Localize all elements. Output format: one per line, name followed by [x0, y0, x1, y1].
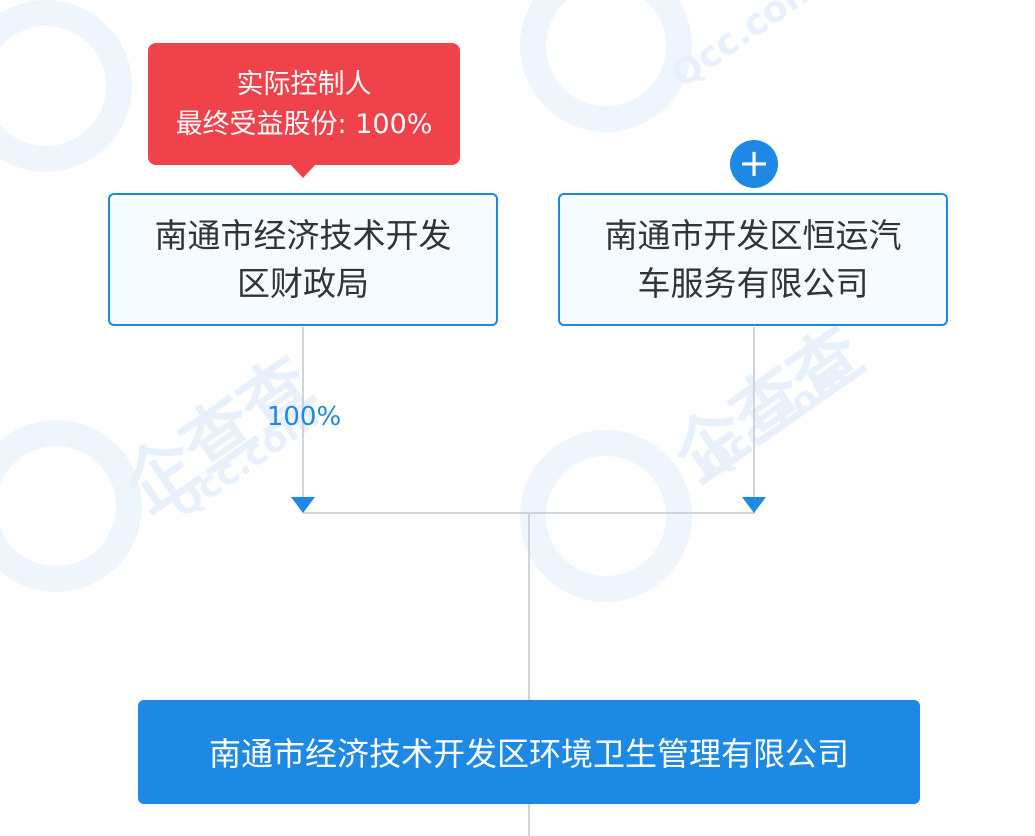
connector-line-right [753, 327, 755, 499]
target-company-name: 南通市经济技术开发区环境卫生管理有限公司 [208, 735, 849, 773]
shareholder-box-hengyun-auto[interactable]: 南通市开发区恒运汽 车服务有限公司 [558, 193, 948, 326]
connector-line-bottom [528, 804, 530, 836]
arrow-down-icon [291, 497, 315, 513]
badge-pointer [290, 164, 316, 178]
connector-line-left [302, 327, 304, 499]
share-percent-label: 100% [266, 402, 342, 432]
target-company-box[interactable]: 南通市经济技术开发区环境卫生管理有限公司 [138, 700, 920, 804]
shareholder-name: 南通市经济技术开发 区财政局 [154, 215, 452, 303]
badge-title: 实际控制人 [236, 69, 372, 100]
watermark-logo-ring [520, 430, 692, 602]
watermark-subtext: Qcc.com [663, 0, 827, 97]
shareholder-box-finance-bureau[interactable]: 南通市经济技术开发 区财政局 [108, 193, 498, 326]
expand-plus-icon[interactable]: + [730, 140, 778, 188]
actual-controller-badge: 实际控制人 最终受益股份: 100% [148, 43, 460, 165]
shareholder-name: 南通市开发区恒运汽 车服务有限公司 [604, 215, 902, 303]
badge-share: 最终受益股份: 100% [175, 109, 433, 140]
connector-line-center [528, 513, 530, 701]
arrow-down-icon [742, 497, 766, 513]
watermark-logo-ring [0, 0, 132, 172]
watermark-text: 企查查 [658, 311, 878, 499]
